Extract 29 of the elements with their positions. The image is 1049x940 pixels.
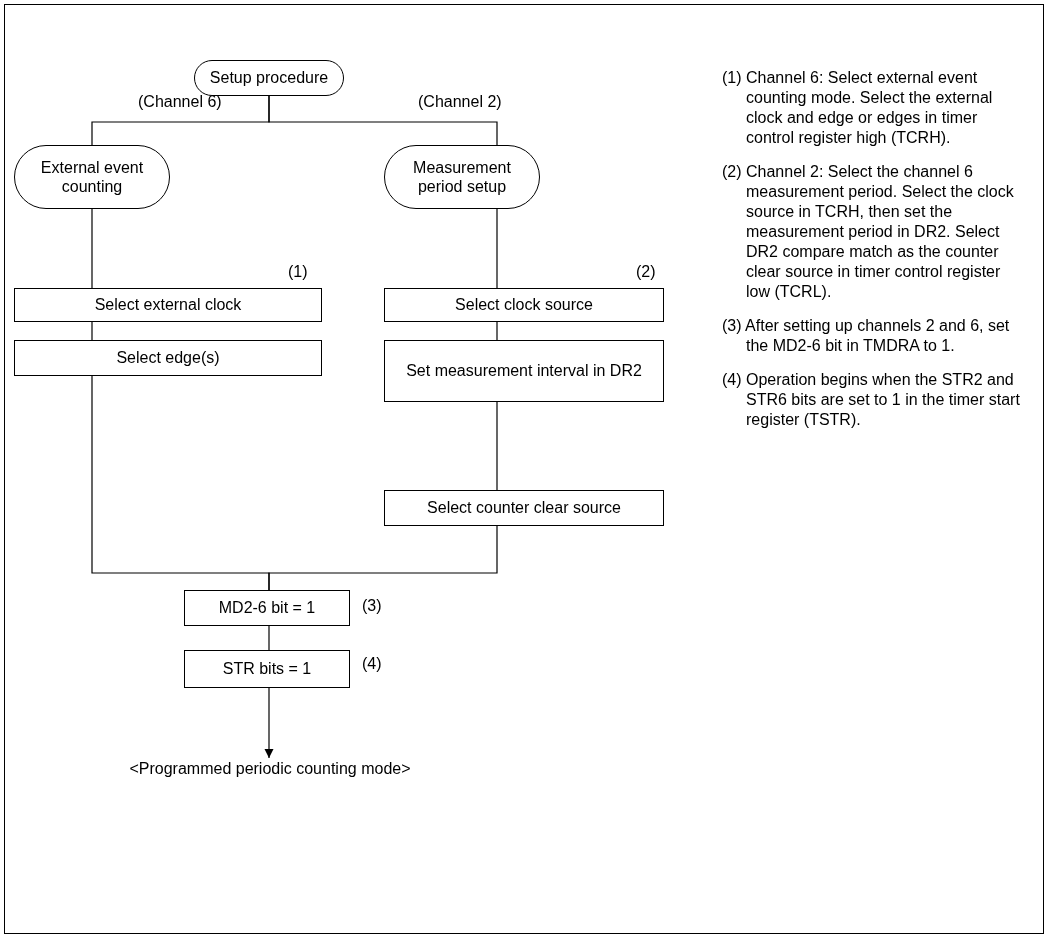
process-box: Set measurement interval in DR2 [384, 340, 664, 402]
step-number: (2) [636, 262, 656, 282]
step-note: (2) Channel 2: Select the channel 6 measurement period. Select the clock source in TCRH, then set the measurement period in DR2. Select DR2 compare match as the counter clear source in timer control register low (TCRL). [722, 162, 1015, 302]
step-note: (3) After setting up channels 2 and 6, set the MD2-6 bit in TMDRA to 1. [722, 316, 1011, 356]
connector-line [91, 208, 93, 289]
step-number: (4) [362, 654, 382, 674]
process-box: Select edge(s) [14, 340, 322, 376]
process-box: MD2-6 bit = 1 [184, 590, 350, 626]
terminal-box: External event counting [14, 145, 170, 209]
connector-line [91, 321, 93, 341]
connector-line [268, 625, 270, 651]
connector-line [268, 525, 498, 591]
result-text: <Programmed periodic counting mode> [120, 758, 420, 780]
connector-line [496, 401, 498, 491]
step-number: (3) [362, 596, 382, 616]
process-box: Select counter clear source [384, 490, 664, 526]
step-note: (4) Operation begins when the STR2 and STR6 bits are set to 1 in the timer start register (TSTR). [722, 370, 1021, 430]
edge-label: (Channel 2) [418, 92, 502, 112]
arrow [264, 687, 274, 759]
step-note: (1) Channel 6: Select external event counting mode. Select the external clock and edge or edges in timer control register high (TCRH). [722, 68, 994, 148]
terminal-box: Setup procedure [194, 60, 344, 96]
connector-line [268, 95, 498, 146]
terminal-box: Measurement period setup [384, 145, 540, 209]
process-box: Select external clock [14, 288, 322, 322]
connector-line [496, 208, 498, 289]
step-number: (1) [288, 262, 308, 282]
connector-line [496, 321, 498, 341]
process-box: Select clock source [384, 288, 664, 322]
process-box: STR bits = 1 [184, 650, 350, 688]
